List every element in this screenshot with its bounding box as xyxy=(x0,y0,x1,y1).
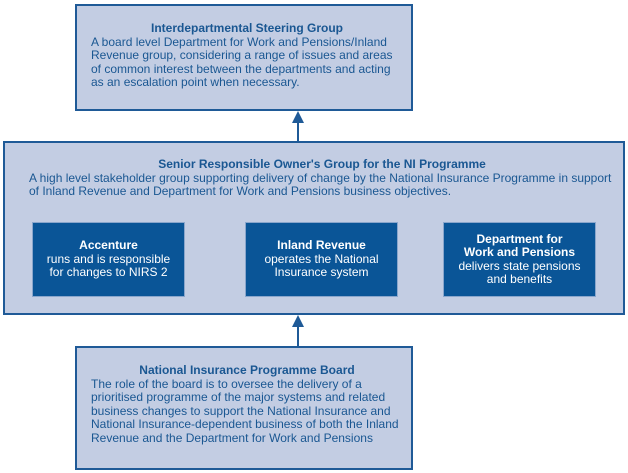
sro-group-title: Senior Responsible Owner's Group for the… xyxy=(158,157,486,171)
arrow-head-upper-icon xyxy=(292,111,304,123)
accenture-title: Accenture xyxy=(79,238,138,253)
arrow-head-lower-icon xyxy=(292,315,304,327)
steering-group-title: Interdepartmental Steering Group xyxy=(150,21,344,35)
arrow-line-upper xyxy=(297,122,299,142)
dwp-title: Department for Work and Pensions xyxy=(463,231,576,259)
arrow-line-lower xyxy=(297,326,299,346)
programme-board-box: National Insurance Programme Board The r… xyxy=(75,346,413,470)
steering-group-description: A board level Department for Work and Pe… xyxy=(91,34,393,89)
sro-group-description: A high level stakeholder group supportin… xyxy=(29,170,612,198)
sro-group-box: Senior Responsible Owner's Group for the… xyxy=(3,141,625,315)
dwp-description: delivers state pensions and benefits xyxy=(458,258,581,286)
programme-board-title: National Insurance Programme Board xyxy=(139,363,355,377)
steering-group-box: Interdepartmental Steering Group A board… xyxy=(75,4,413,111)
inland-revenue-title: Inland Revenue xyxy=(277,238,366,253)
accenture-description: runs and is responsible for changes to N… xyxy=(46,251,171,280)
inland-revenue-description: operates the National Insurance system xyxy=(264,251,379,280)
programme-board-description: The role of the board is to oversee the … xyxy=(91,376,399,445)
